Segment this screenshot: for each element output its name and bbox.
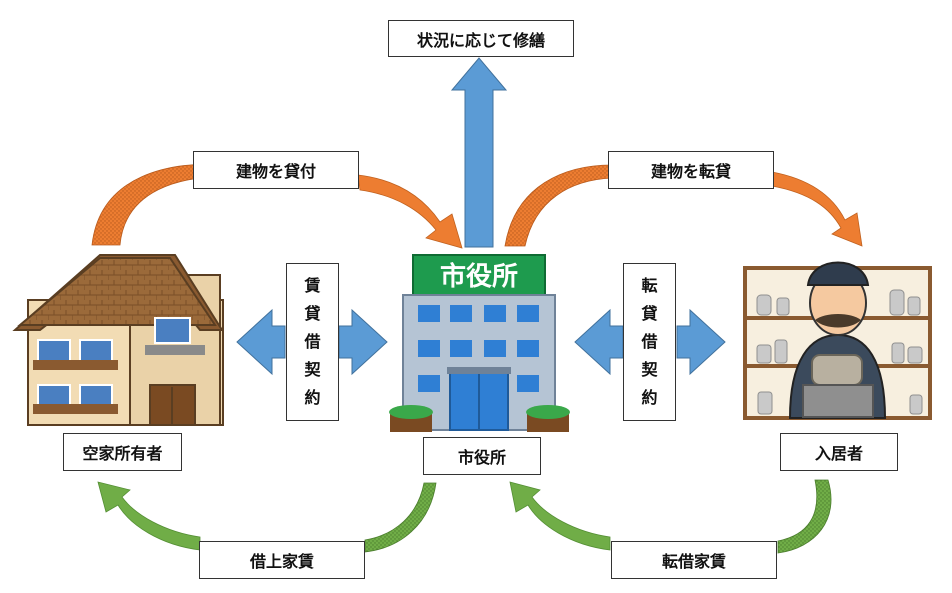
sublease-contract-char: 約 xyxy=(641,388,658,407)
lease-contract-char: 契 xyxy=(304,360,321,379)
arrow-lease-rent xyxy=(97,481,437,553)
sublease-contract-label: 転 貸 借 契 約 xyxy=(623,263,676,421)
sublease-building-label: 建物を転貸 xyxy=(608,151,774,189)
lend-building-label: 建物を貸付 xyxy=(193,151,359,189)
sublease-contract-char: 貸 xyxy=(641,304,658,323)
lease-contract-label: 賃 貸 借 契 約 xyxy=(286,263,339,421)
double-arrow-left xyxy=(236,308,388,376)
lease-contract-char: 借 xyxy=(304,332,321,351)
lease-contract-char: 約 xyxy=(304,388,321,407)
tenant-label: 入居者 xyxy=(780,433,898,471)
sublease-contract-char: 転 xyxy=(641,276,658,295)
double-arrow-right xyxy=(574,308,726,376)
repair-label: 状況に応じて修繕 xyxy=(388,20,574,57)
sublease-rent-label: 転借家賃 xyxy=(611,541,777,579)
lease-contract-char: 賃 xyxy=(304,276,321,295)
city-hall-illustration: 市役所 xyxy=(389,254,570,432)
lease-contract-char: 貸 xyxy=(304,304,321,323)
arrow-sublease-rent xyxy=(509,479,832,554)
owner-label: 空家所有者 xyxy=(63,433,182,471)
arrow-repair xyxy=(450,57,508,248)
city-hall-sign-text: 市役所 xyxy=(440,261,518,292)
city-hall-label: 市役所 xyxy=(423,437,541,475)
sublease-contract-char: 契 xyxy=(641,360,658,379)
tenant-illustration xyxy=(743,261,932,420)
lease-rent-label: 借上家賃 xyxy=(199,541,365,579)
house-illustration xyxy=(12,254,224,426)
sublease-contract-char: 借 xyxy=(641,332,658,351)
